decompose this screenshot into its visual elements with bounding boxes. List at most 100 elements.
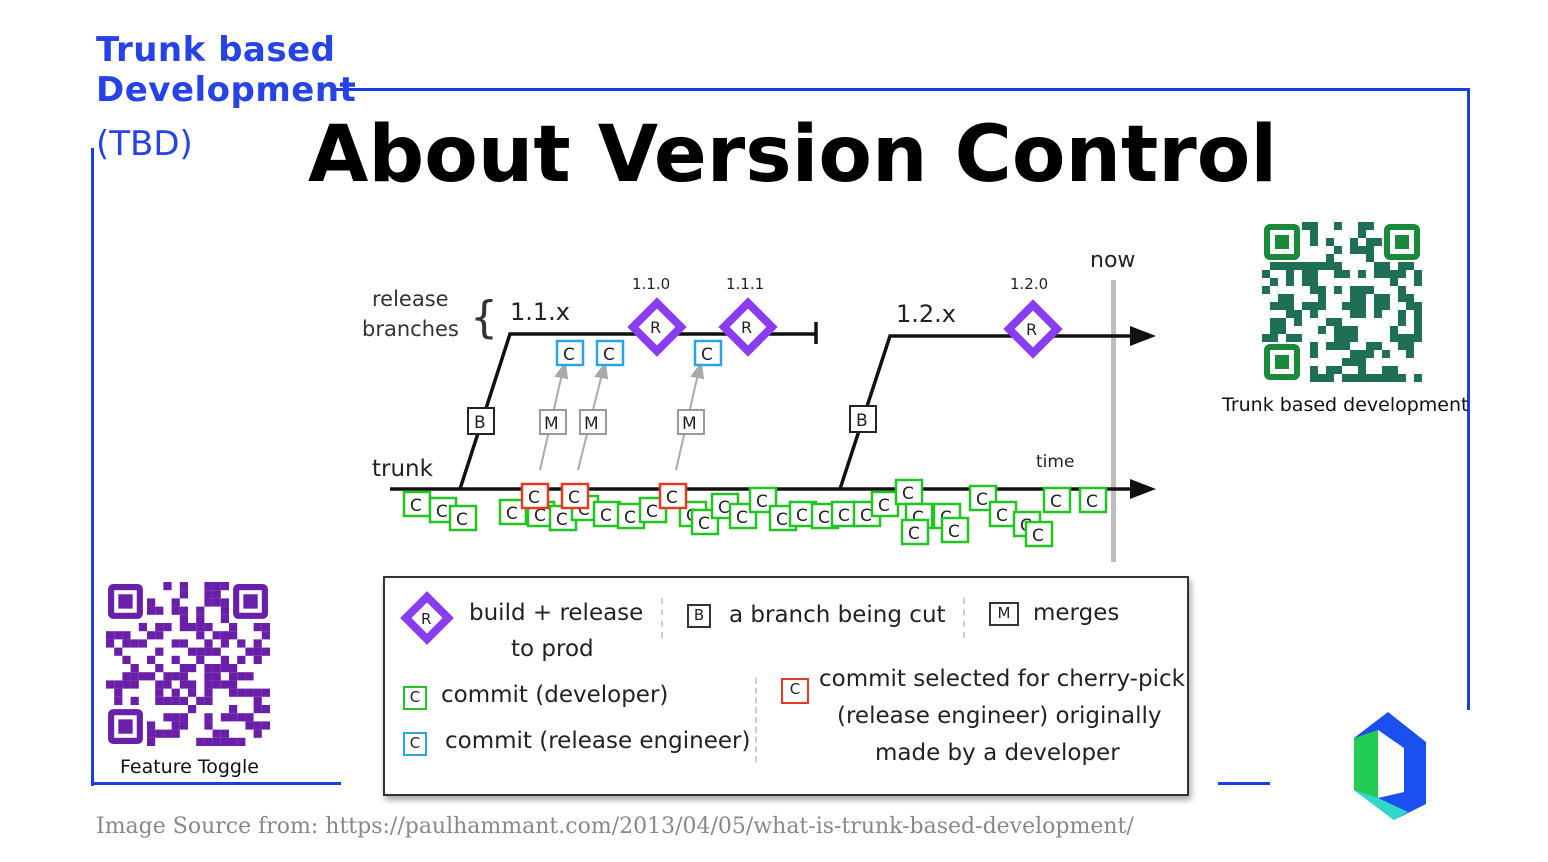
svg-text:C: C — [568, 488, 580, 508]
image-source: Image Source from: https://paulhammant.c… — [96, 814, 1134, 839]
legend-developer-commit-marker: C — [403, 686, 427, 710]
tbd-abbreviation: (TBD) — [96, 124, 193, 164]
trunk-arrow — [1130, 479, 1156, 499]
diagram-legend: R build + release to prod B a branch bei… — [383, 576, 1189, 796]
svg-text:C: C — [603, 345, 615, 365]
branch-2-line — [838, 334, 1130, 490]
svg-text:C: C — [736, 508, 748, 528]
legend-build-release-2: to prod — [511, 636, 594, 662]
release-diamond-icon: R — [400, 591, 454, 645]
legend-cherry-pick-1: commit selected for cherry-pick — [819, 666, 1185, 692]
svg-text:C: C — [996, 506, 1008, 526]
svg-text:C: C — [563, 345, 575, 365]
branch-1-line — [458, 332, 816, 490]
release-marker: R — [1026, 320, 1037, 339]
svg-text:C: C — [948, 522, 960, 542]
branch-cut-marker-2: B — [849, 405, 877, 433]
svg-text:C: C — [556, 510, 568, 530]
frame-right-line — [1467, 88, 1470, 710]
legend-separator — [963, 598, 965, 638]
branch-2-arrow — [1130, 326, 1156, 346]
frame-bottom-left-line — [91, 782, 341, 785]
svg-text:C: C — [701, 345, 713, 365]
qr-code-icon — [1262, 222, 1422, 382]
frame-left-line — [91, 148, 94, 786]
trunk-commit: C — [870, 490, 900, 518]
version-label: 1.1.0 — [632, 275, 670, 293]
svg-text:C: C — [600, 506, 612, 526]
qr-caption-feature-toggle: Feature Toggle — [120, 756, 259, 778]
legend-merge-marker: M — [989, 602, 1019, 626]
frame-bottom-right-line — [1218, 782, 1270, 785]
legend-merges: merges — [1033, 600, 1120, 626]
legend-cherry-pick-2: (release engineer) originally — [837, 703, 1162, 729]
branches-label: branches — [362, 317, 459, 341]
legend-separator — [661, 598, 663, 638]
svg-text:C: C — [506, 504, 518, 524]
trunk-commit: C — [894, 478, 924, 506]
release-label: release — [372, 287, 449, 311]
trunk-commit: C — [520, 482, 550, 510]
legend-cherry-pick-marker: C — [781, 678, 809, 704]
release-1-1-0: 1.1.0 R — [627, 275, 687, 357]
svg-text:C: C — [976, 490, 988, 510]
trunk-commit: C — [1024, 520, 1054, 548]
now-label: now — [1090, 248, 1135, 273]
svg-text:C: C — [578, 500, 590, 520]
now-line — [1111, 280, 1116, 562]
trunk-based-diagram: now release branches { 1.1.x 1.2.x trunk… — [362, 248, 1156, 562]
trunk-commit: C — [448, 504, 478, 532]
trunk-commit: C — [940, 516, 970, 544]
legend-branch-marker: B — [687, 604, 711, 628]
qr-code-feature-toggle[interactable] — [106, 582, 270, 751]
svg-text:C: C — [666, 488, 678, 508]
release-1-1-1: 1.1.1 R — [718, 275, 778, 357]
svg-text:C: C — [908, 524, 920, 544]
merge-marker-3: M — [677, 409, 705, 435]
trunk-label: trunk — [372, 456, 434, 482]
release-marker: R — [650, 318, 661, 337]
svg-text:C: C — [776, 510, 788, 530]
svg-text:C: C — [912, 508, 924, 528]
release-commit: C — [693, 339, 723, 367]
release-commit: C — [555, 339, 585, 367]
qr-code-trunk-based[interactable] — [1262, 222, 1422, 387]
merge-marker-2: M — [579, 409, 607, 435]
svg-text:B: B — [856, 411, 868, 431]
svg-text:C: C — [818, 508, 830, 528]
svg-text:C: C — [1032, 526, 1044, 546]
svg-text:C: C — [718, 498, 730, 518]
svg-text:M: M — [544, 414, 559, 434]
branch-1-label: 1.1.x — [510, 298, 570, 326]
qr-code-icon — [106, 582, 270, 746]
trunk-commit: C — [900, 518, 930, 546]
svg-text:C: C — [646, 502, 658, 522]
svg-text:M: M — [682, 414, 697, 434]
release-marker: R — [741, 318, 752, 337]
svg-text:C: C — [902, 484, 914, 504]
tbd-title: Trunk based Development — [96, 30, 356, 110]
svg-text:C: C — [860, 506, 872, 526]
svg-text:C: C — [838, 506, 850, 526]
branch-2-label: 1.2.x — [896, 300, 956, 328]
merge-marker-1: M — [539, 409, 567, 435]
trunk-commit: C — [402, 490, 432, 518]
svg-text:C: C — [436, 502, 448, 522]
version-label: 1.2.0 — [1010, 275, 1048, 293]
legend-build-release-1: build + release — [469, 600, 644, 626]
release-diamond — [1003, 299, 1063, 359]
trunk-commit: C — [1078, 486, 1108, 514]
svg-text:R: R — [421, 610, 431, 628]
page-title: About Version Control — [308, 110, 1278, 200]
legend-commit-developer: commit (developer) — [441, 682, 669, 708]
trunk-commit: C — [560, 482, 590, 510]
trunk-commit: C — [592, 500, 622, 528]
svg-text:C: C — [528, 488, 540, 508]
svg-text:C: C — [534, 506, 546, 526]
svg-text:C: C — [456, 510, 468, 530]
legend-release-commit-marker: C — [403, 732, 427, 756]
tbd-title-line-2: Development — [96, 70, 357, 110]
version-label: 1.1.1 — [726, 275, 764, 293]
svg-text:C: C — [624, 508, 636, 528]
svg-text:C: C — [698, 514, 710, 534]
